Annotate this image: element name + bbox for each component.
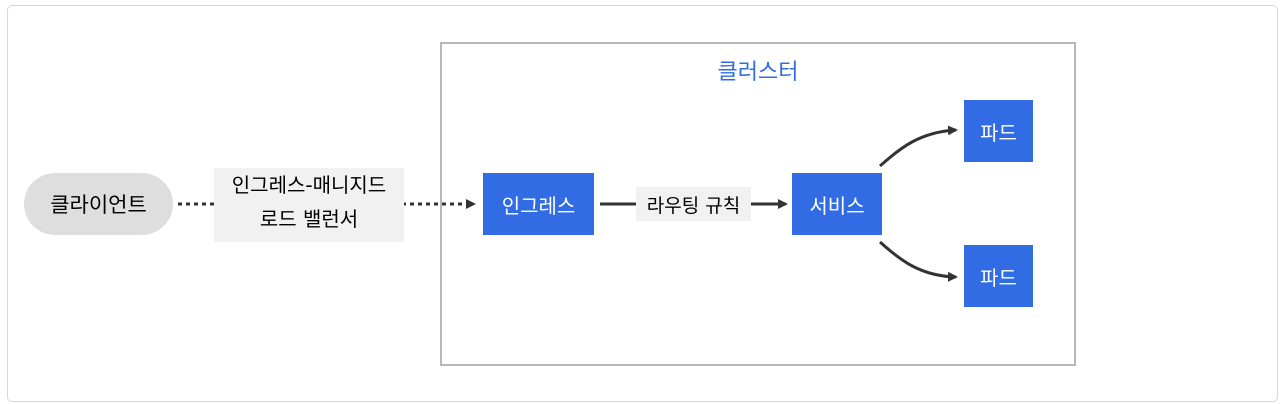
pod-node-bottom: 파드 xyxy=(964,245,1033,307)
routing-rule-label: 라우팅 규칙 xyxy=(636,187,751,221)
service-node: 서비스 xyxy=(792,173,882,235)
cluster-boundary: 클러스터 xyxy=(440,42,1076,366)
client-node: 클라이언트 xyxy=(24,173,173,235)
client-label: 클라이언트 xyxy=(50,193,147,217)
cluster-label: 클러스터 xyxy=(717,60,799,85)
pod-top-label: 파드 xyxy=(980,120,1017,145)
ingress-node: 인그레스 xyxy=(483,173,594,235)
pod-bottom-label: 파드 xyxy=(980,265,1017,290)
routing-rule-text: 라우팅 규칙 xyxy=(646,194,741,217)
pod-node-top: 파드 xyxy=(964,100,1033,162)
load-balancer-label-line1: 인그레스-매니지드 xyxy=(231,173,387,197)
load-balancer-label-line2: 로드 밸런서 xyxy=(259,207,359,231)
service-label: 서비스 xyxy=(809,193,865,218)
ingress-label: 인그레스 xyxy=(501,193,576,218)
load-balancer-label: 인그레스-매니지드 로드 밸런서 xyxy=(214,168,404,242)
